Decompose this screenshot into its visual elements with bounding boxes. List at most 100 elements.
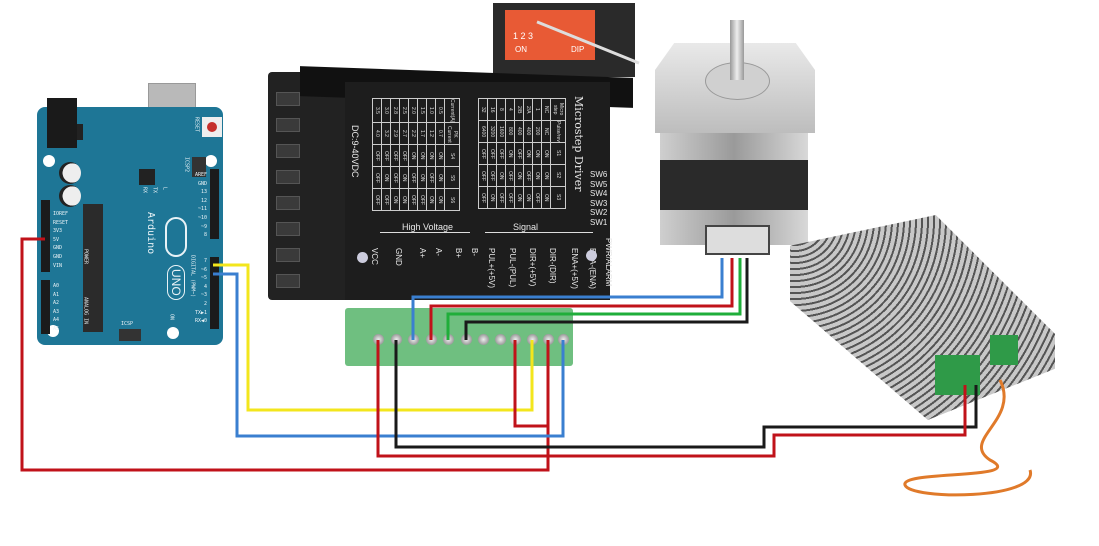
digital-pin-label: 7 xyxy=(203,258,207,264)
terminal-screw[interactable] xyxy=(543,334,554,345)
terminal-label-11: ENA-(ENA) xyxy=(588,248,597,289)
divider xyxy=(380,232,470,233)
table-cell: ON xyxy=(435,188,445,212)
wire-pin7-yellow xyxy=(213,263,534,412)
heatsink-fin xyxy=(276,248,300,262)
terminal-screw[interactable] xyxy=(391,334,402,345)
power-pin-label: IOREF xyxy=(53,211,69,217)
rx-label: RX xyxy=(141,187,148,194)
terminal-label-10: ENA+(+5V) xyxy=(570,248,579,289)
table-cell: 1.0 xyxy=(426,97,436,124)
analog-pin-label: A5 xyxy=(53,325,60,332)
high-voltage-label: High Voltage xyxy=(402,222,454,232)
power-header xyxy=(41,200,50,272)
voltage-label: DC:9-40VDC xyxy=(350,125,360,178)
digital-pin-label: ~9 xyxy=(200,223,207,230)
wire-pin6-blue xyxy=(213,272,565,438)
driver-heatsink xyxy=(268,72,360,300)
reset-button[interactable] xyxy=(202,117,222,137)
heatsink-fin xyxy=(276,92,300,106)
driver-title: Microstep Driver xyxy=(572,96,585,192)
table-cell: OFF xyxy=(417,188,427,212)
table-cell: ON xyxy=(426,188,436,212)
switch-label: SW4 xyxy=(590,189,608,198)
power-pin-label: GND xyxy=(53,253,63,260)
table-cell: S6 xyxy=(444,188,460,212)
digital-pin-label: ~5 xyxy=(200,275,207,282)
digital-pin-label: 8 xyxy=(203,232,207,239)
terminal-label-4: B+ xyxy=(454,248,463,259)
table-cell: OFF xyxy=(532,186,542,209)
analog-pin-label: A1 xyxy=(53,291,60,298)
digital-pin-label: ~11 xyxy=(197,206,207,213)
analog-pin-label: A2 xyxy=(53,300,60,307)
table-cell: S4 xyxy=(444,144,460,168)
mount-hole xyxy=(167,327,179,339)
terminal-screw[interactable] xyxy=(558,334,569,345)
wire-vcc-red xyxy=(376,340,967,458)
psu-output-terminal xyxy=(935,355,980,395)
terminal-label-7: PUL-(PUL) xyxy=(508,248,517,288)
wire-gnd-black xyxy=(394,340,978,449)
terminal-screw[interactable] xyxy=(478,334,489,345)
digital-pin-label: ~6 xyxy=(200,266,207,273)
terminal-label-0: VCC xyxy=(370,248,379,265)
terminal-screw[interactable] xyxy=(495,334,506,345)
icsp-header xyxy=(119,329,141,341)
terminal-screw[interactable] xyxy=(373,334,384,345)
power-pin-label: RESET xyxy=(53,219,69,226)
on-label: ON xyxy=(168,314,175,321)
terminal-label-5: B- xyxy=(470,248,479,256)
power-pin-label: 3V3 xyxy=(53,228,63,235)
reset-label: RESET xyxy=(193,117,200,133)
power-label: POWER xyxy=(82,249,89,265)
stepper-motor-stack xyxy=(660,160,808,210)
icsp-label: ICSP xyxy=(121,321,134,327)
table-cell: 2.0 xyxy=(408,97,418,124)
icsp2-label: ICSP2 xyxy=(183,157,190,173)
mount-hole xyxy=(43,155,55,167)
switch-label: SW5 xyxy=(590,179,608,189)
arduino-uno-board: RESET ICSP2 TX RX L Arduino UNO ON ICSP … xyxy=(37,107,223,345)
table-cell: ON xyxy=(523,186,533,209)
table-cell: 2.5 xyxy=(399,97,409,124)
terminal-screw[interactable] xyxy=(527,334,538,345)
wire-b-plus-green xyxy=(446,258,742,340)
terminal-label-6: PUL+(+5V) xyxy=(487,248,496,289)
heatsink-fin xyxy=(276,274,300,288)
terminal-label-12: PWR/ALARM xyxy=(604,238,613,287)
terminal-screw[interactable] xyxy=(510,334,521,345)
analog-pin-label: A3 xyxy=(53,308,60,315)
table-cell: S3 xyxy=(550,186,566,209)
table-cell: 3.0 xyxy=(381,97,391,124)
table-cell: ON xyxy=(541,186,551,209)
heatsink-fin xyxy=(276,118,300,132)
digital-pin-label: GND xyxy=(197,180,207,187)
digital-pin-label: ~3 xyxy=(200,292,207,299)
digital-label: DIGITAL (PWM~) xyxy=(189,255,196,298)
digital-pin-label: TX▶1 xyxy=(194,309,207,316)
terminal-label-2: A+ xyxy=(418,248,427,259)
usb-chip xyxy=(139,169,155,185)
divider xyxy=(485,232,593,233)
heatsink-fin xyxy=(276,222,300,236)
table-cell: OFF xyxy=(372,188,382,212)
motor-connector xyxy=(705,225,770,255)
tx-label: TX xyxy=(151,187,158,194)
table-cell: 0.5 xyxy=(435,97,445,124)
wire-a-plus-blue xyxy=(411,258,724,340)
